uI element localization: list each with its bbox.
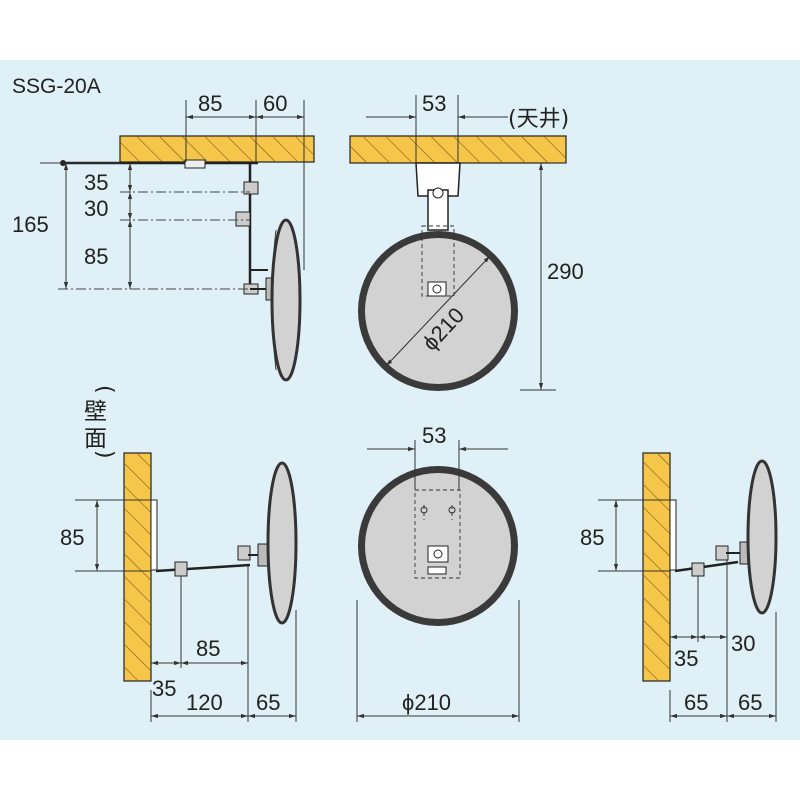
wall-char-2: 面 [84, 426, 107, 452]
bolt-upper [243, 181, 259, 195]
label-35: 35 [84, 170, 108, 195]
label-120: 120 [186, 690, 223, 715]
arm-clamp [184, 159, 206, 169]
label-53-front: 53 [422, 423, 446, 448]
arm-bolt-r1 [691, 562, 705, 577]
label-85: 85 [84, 244, 108, 269]
label-65b: 65 [738, 690, 762, 715]
mirror-side [270, 218, 302, 382]
center-bolt [427, 281, 447, 297]
mirror-mount-left [257, 543, 269, 567]
wall-arm-right [674, 560, 739, 573]
label-30: 30 [84, 196, 108, 221]
slot-hole-left [420, 506, 428, 514]
mirror-back [271, 229, 277, 371]
label-60-top: 60 [263, 91, 287, 116]
center-bolt-hole-front [433, 549, 443, 559]
mirror-side-right [746, 459, 778, 615]
wall-plate-right [669, 499, 677, 571]
label-85-h: 85 [196, 636, 220, 661]
wall-front-view: 53 ϕ210 [356, 423, 520, 722]
wall-side-right-view: 85 35 30 65 65 [580, 452, 778, 722]
diameter-line [385, 255, 491, 367]
ceiling-front-view: ϕ210 53 (天井) 290 [349, 91, 584, 391]
wall-char-1: 壁 [84, 399, 107, 425]
label-65a: 65 [684, 690, 708, 715]
lower-clip-front [427, 566, 447, 575]
label-diameter-bottom: ϕ210 [402, 690, 451, 715]
label-165: 165 [12, 212, 49, 237]
arm-bolt-right [237, 545, 251, 561]
model-title: SSG-20A [12, 75, 101, 98]
label-35-h: 35 [152, 676, 176, 701]
label-35-right: 35 [674, 646, 698, 671]
label-65: 65 [256, 690, 280, 715]
label-85-v: 85 [60, 525, 84, 550]
wall-side-left-view: 85 85 35 120 65 [60, 452, 298, 722]
label-85-top: 85 [198, 91, 222, 116]
label-53: 53 [422, 91, 446, 116]
label-30-right: 30 [731, 631, 755, 656]
hidden-plate-front [414, 489, 461, 579]
ceiling-side-view: 85 60 35 30 85 165 [12, 91, 315, 382]
bolt-middle [235, 211, 251, 227]
slot-hole-right [448, 506, 456, 514]
ceiling-label: (天井) [508, 107, 569, 132]
wall-arm-left [155, 563, 251, 573]
wall-paren-close: ) [92, 450, 117, 459]
wall-hatch-left [124, 453, 151, 681]
wall-label: ( 壁 面 ) [84, 385, 117, 459]
wall-hatch-right [643, 453, 670, 681]
arm-bolt-left [174, 561, 188, 577]
label-290: 290 [547, 259, 584, 284]
mirror-side-left [266, 461, 298, 625]
label-85-v-right: 85 [580, 525, 604, 550]
center-bolt-front [427, 545, 449, 563]
wall-paren-open: ( [92, 385, 117, 394]
bracket-hole [432, 187, 444, 199]
ceiling-hatch-left [120, 136, 314, 162]
ceiling-bracket [415, 162, 461, 197]
wall-plate-left [150, 499, 158, 571]
